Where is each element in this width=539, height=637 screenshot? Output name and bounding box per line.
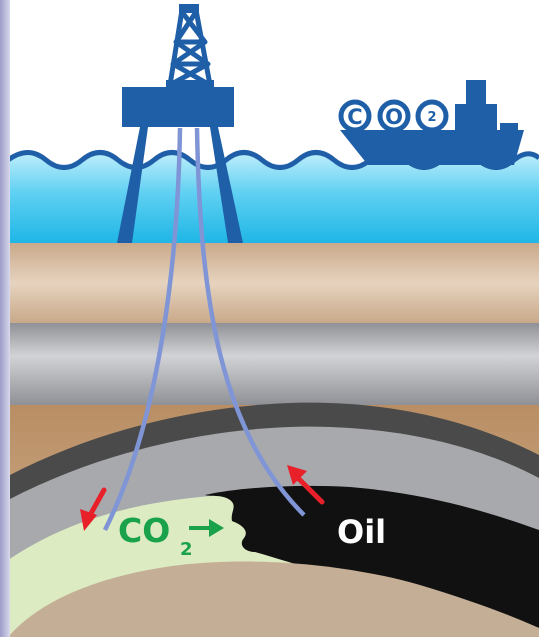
oil-label: Oil [337,513,386,551]
tank-2 [415,99,449,133]
ship-label-2: 2 [427,110,436,125]
co2-injection-arrow [80,487,107,531]
oil-flow-arrow [287,465,325,505]
co2-label-subscript: 2 [180,539,193,560]
oil-zone [205,485,539,628]
tank-o [377,99,411,133]
tank-c [338,99,372,133]
left-frame [0,0,10,637]
co2-flow-arrow [189,519,224,537]
ship-label-o: O [385,105,403,129]
co2-label: CO [118,511,170,550]
sandstone-layer [8,243,539,323]
injection-pipe [102,127,183,532]
drilling-rig [117,4,243,243]
production-pipe [194,127,306,517]
base-rock [8,561,539,637]
caprock-layer [8,323,539,405]
ship-label-c: C [347,105,362,129]
co2-tanker-ship: C O 2 [338,80,524,165]
